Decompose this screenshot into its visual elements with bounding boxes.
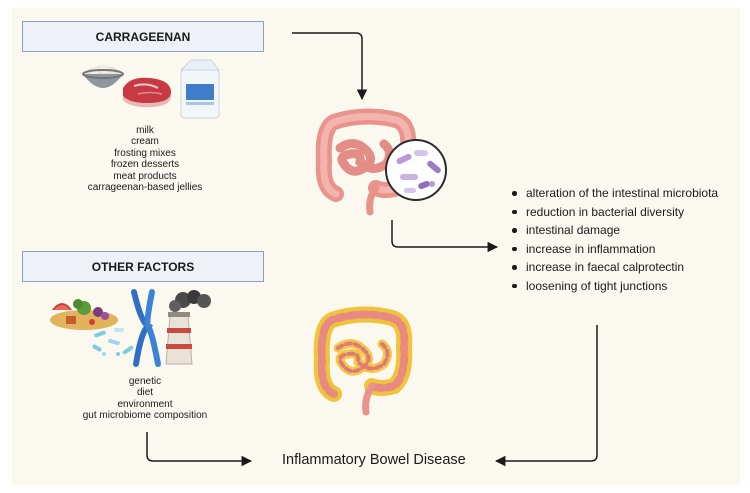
effect-item: increase in inflammation [510, 240, 718, 259]
carrageenan-title: CARRAGEENAN [95, 29, 191, 44]
effect-item: loosening of tight junctions [510, 277, 718, 296]
inflamed-intestine-illustration [313, 306, 413, 416]
other-factors-title-box: OTHER FACTORS [22, 251, 264, 282]
other-factors-list: genetic diet environment gut microbiome … [70, 376, 220, 422]
source-item: frozen desserts [110, 159, 180, 171]
source-item: carrageenan-based jellies [87, 182, 203, 194]
diet-food-icon [50, 299, 118, 330]
arrow-effects-to-ibd [494, 325, 598, 467]
chromosome-icon [131, 289, 161, 367]
factor-item: gut microbiome composition [82, 410, 208, 422]
arrow-factors-to-ibd [146, 432, 253, 467]
source-item: cream [131, 136, 159, 148]
source-item: milk [136, 125, 154, 136]
effect-item: intestinal damage [510, 221, 718, 240]
milk-carton-icon [179, 59, 221, 119]
carrageenan-sources-list: milk cream frosting mixes frozen dessert… [70, 125, 220, 193]
bacteria-icon [92, 328, 134, 356]
meat-icon [123, 77, 172, 108]
arrow-intestine-to-effects [391, 220, 499, 253]
effect-item: alteration of the intestinal microbiota [510, 184, 718, 203]
carrageenan-title-box: CARRAGEENAN [22, 21, 264, 52]
effect-item: increase in faecal calprotectin [510, 258, 718, 277]
source-item: meat products [113, 170, 177, 182]
factor-icons [50, 289, 211, 367]
other-factors-title: OTHER FACTORS [91, 259, 195, 274]
outcome-label: Inflammatory Bowel Disease [282, 452, 466, 468]
effect-item: reduction in bacterial diversity [510, 203, 718, 222]
source-item: frosting mixes [114, 147, 176, 159]
factor-item: genetic [128, 376, 162, 387]
microbiota-magnifier-icon [385, 139, 447, 201]
effects-list: alteration of the intestinal microbiota … [510, 184, 718, 296]
factor-item: diet [136, 387, 154, 399]
arrow-carrageenan-to-intestine [292, 32, 368, 101]
healthy-intestine-illustration [315, 108, 447, 216]
factory-icon [165, 290, 211, 365]
factor-item: environment [117, 398, 173, 410]
bowl-icon [82, 64, 124, 88]
inflamed-colon-icon [313, 306, 413, 416]
food-icons [82, 59, 221, 119]
